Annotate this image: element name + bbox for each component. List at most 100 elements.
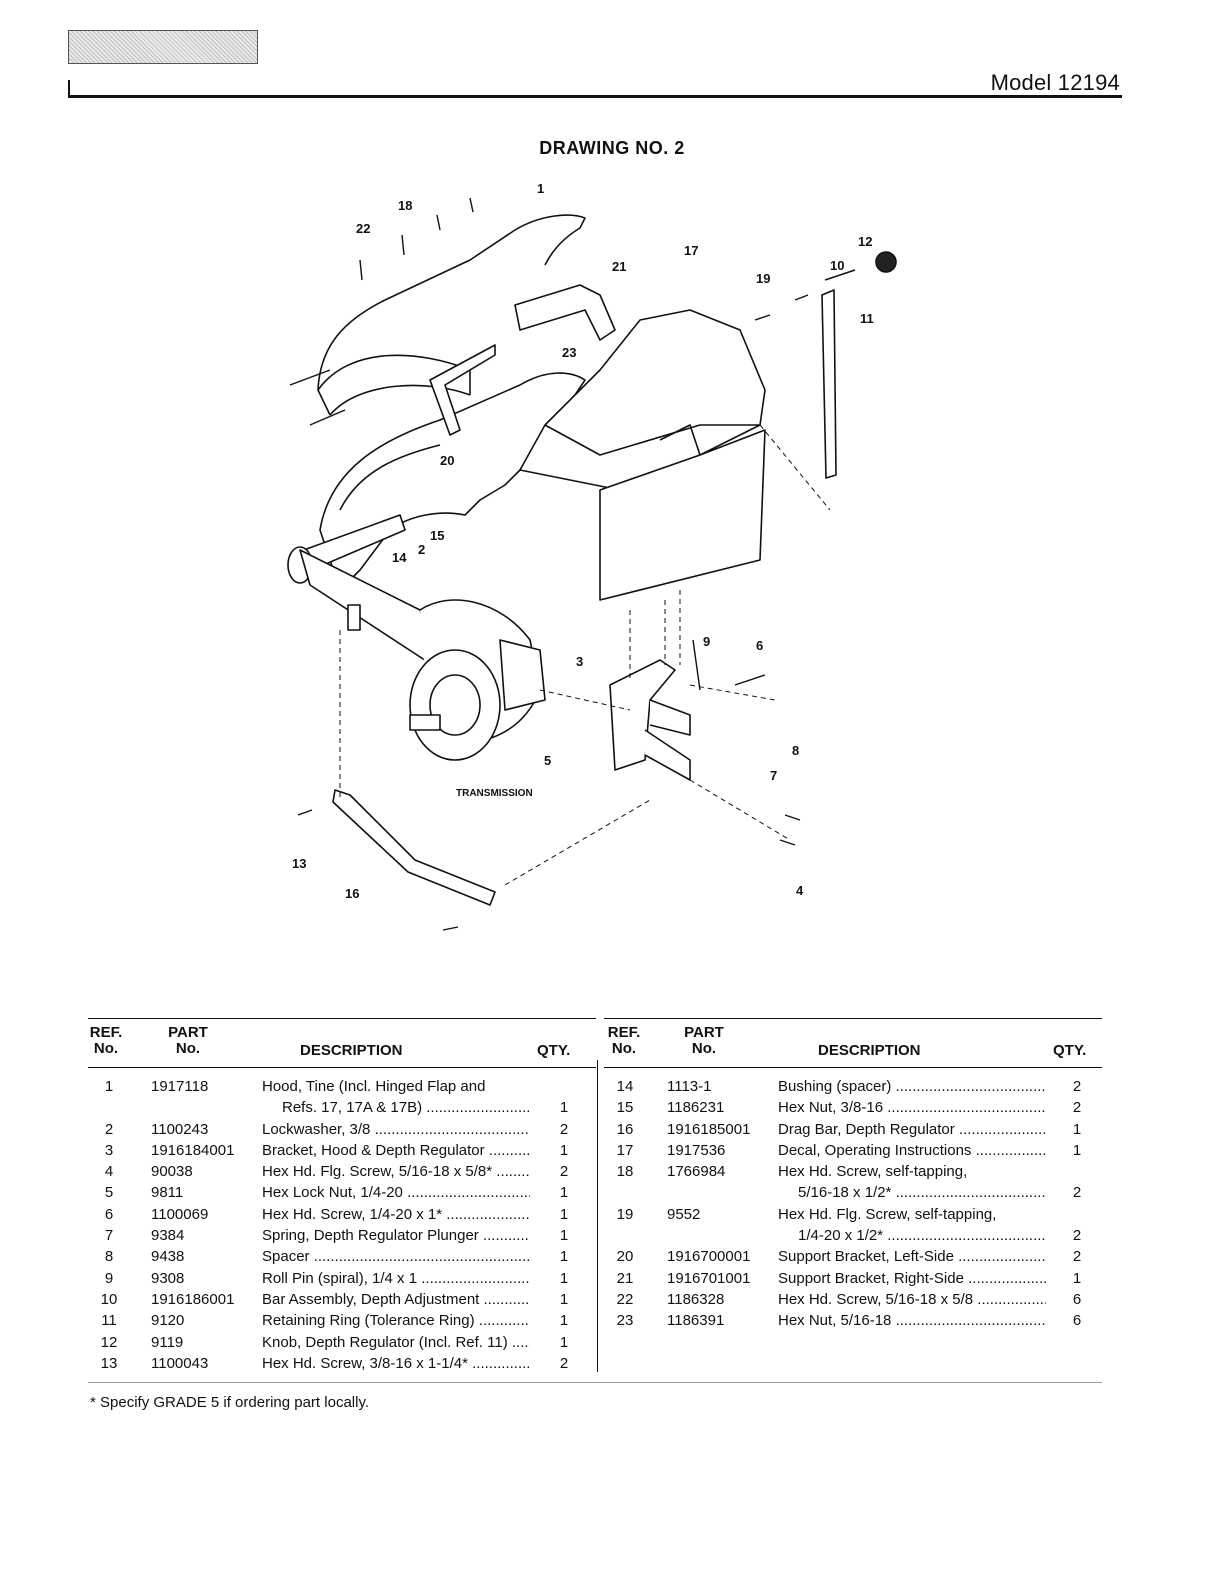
ref-cell: 19 xyxy=(616,1205,634,1223)
qty-cell: 2 xyxy=(559,1120,569,1138)
ref-cell: 4 xyxy=(104,1163,114,1181)
drawing-title: DRAWING NO. 2 xyxy=(539,138,685,158)
qty-cell: 2 xyxy=(1072,1184,1082,1202)
part-number-cell: 9120 xyxy=(151,1312,185,1330)
part-number-cell: 1186328 xyxy=(667,1290,725,1308)
header-rule xyxy=(68,95,1122,98)
col-qty-header: QTY. xyxy=(1053,1042,1087,1059)
part-number-cell: 1917536 xyxy=(667,1141,726,1159)
ref-cell: 2 xyxy=(104,1120,114,1138)
part-number-cell: 9119 xyxy=(151,1333,184,1351)
qty-cell: 6 xyxy=(1072,1312,1082,1330)
description-cell: Hood, Tine (Incl. Hinged Flap and xyxy=(262,1078,486,1095)
qty-cell: 2 xyxy=(1072,1099,1082,1117)
callout-19: 19 xyxy=(756,271,770,286)
qty-cell: 1 xyxy=(559,1269,569,1287)
col-ref-header: REF.No. xyxy=(607,1024,641,1057)
qty-cell: 1 xyxy=(1072,1120,1082,1138)
part-number-cell: 9552 xyxy=(667,1205,701,1223)
ref-cell: 15 xyxy=(616,1099,634,1117)
callout-18: 18 xyxy=(398,198,412,213)
part-number-cell: 1916186001 xyxy=(151,1290,235,1308)
ref-cell: 13 xyxy=(100,1354,118,1372)
ref-cell: 14 xyxy=(616,1078,634,1095)
ref-cell: 5 xyxy=(104,1184,114,1202)
qty-cell: 2 xyxy=(559,1163,569,1181)
callout-10: 10 xyxy=(830,258,844,273)
knob-12-drawing xyxy=(875,251,897,273)
part-number-cell: 1113-1 xyxy=(667,1078,712,1095)
description-cell: Hex Nut, 3/8-16 xyxy=(778,1097,1046,1118)
ref-cell: 1 xyxy=(104,1078,114,1095)
ref-cell: 9 xyxy=(104,1269,114,1287)
callout-14: 14 xyxy=(392,550,407,565)
callout-22: 22 xyxy=(356,221,370,236)
ref-cell: 3 xyxy=(104,1141,114,1159)
description-cell: 5/16-18 x 1/2* xyxy=(778,1182,1046,1203)
table-row: Refs. 17, 17A & 17B)1 xyxy=(88,1097,596,1118)
transmission-drawing xyxy=(287,514,546,761)
part-number-cell: 1100069 xyxy=(151,1205,209,1223)
ref-cell: 20 xyxy=(616,1248,634,1266)
ref-cell: 8 xyxy=(104,1248,114,1266)
qty-cell: 6 xyxy=(1072,1290,1082,1308)
header-rule-tick xyxy=(68,80,70,97)
bracket-21-drawing xyxy=(514,284,616,341)
description-cell: Drag Bar, Depth Regulator xyxy=(778,1119,1046,1140)
callout-13: 13 xyxy=(292,856,306,871)
ref-cell: 10 xyxy=(100,1290,118,1308)
header-pattern-box xyxy=(68,30,258,64)
qty-cell: 1 xyxy=(559,1248,569,1266)
callout-7: 7 xyxy=(770,768,777,783)
callout-23: 23 xyxy=(562,345,576,360)
table-bottom-rule xyxy=(88,1382,1102,1383)
callout-20: 20 xyxy=(440,453,454,468)
bracket-20-drawing xyxy=(429,344,496,436)
callout-16: 16 xyxy=(345,886,359,901)
drag-bar-drawing xyxy=(332,789,496,906)
table-row: 5/16-18 x 1/2* 2 xyxy=(604,1182,1102,1203)
part-number-cell: 1100043 xyxy=(151,1354,209,1372)
description-cell: Hex Hd. Screw, 5/16-18 x 5/8 xyxy=(778,1289,1046,1310)
description-cell: Hex Hd. Flg. Screw, self-tapping, xyxy=(778,1205,997,1223)
callout-17: 17 xyxy=(684,243,698,258)
qty-cell: 1 xyxy=(559,1227,569,1245)
hood-drawing xyxy=(317,214,586,591)
part-number-cell: 1186391 xyxy=(667,1312,725,1330)
depth-bar-drawing xyxy=(821,289,837,479)
part-number-cell: 1186231 xyxy=(667,1099,725,1117)
part-number-cell: 9811 xyxy=(151,1184,184,1202)
screws-drawing xyxy=(289,197,809,931)
ref-cell: 7 xyxy=(104,1227,114,1245)
callout-3: 3 xyxy=(576,654,583,669)
part-number-cell: 1916700001 xyxy=(667,1248,751,1266)
description-cell: Spacer xyxy=(262,1246,530,1267)
ref-cell: 21 xyxy=(616,1269,634,1287)
part-number-cell: 1916184001 xyxy=(151,1141,235,1159)
qty-cell: 1 xyxy=(559,1141,569,1159)
part-number-cell: 9438 xyxy=(151,1248,185,1266)
ref-cell: 12 xyxy=(100,1333,118,1351)
col-qty-header: QTY. xyxy=(537,1042,571,1059)
ref-cell: 23 xyxy=(616,1312,634,1330)
table-row: 19 9552 Hex Hd. Flg. Screw, self-tapping, xyxy=(604,1204,1102,1225)
table-row: 8 9438 Spacer 1 xyxy=(88,1246,596,1267)
ref-cell: 16 xyxy=(616,1120,634,1138)
description-cell: Support Bracket, Left-Side xyxy=(778,1246,1046,1267)
table-row: 1/4-20 x 1/2*2 xyxy=(604,1225,1102,1246)
